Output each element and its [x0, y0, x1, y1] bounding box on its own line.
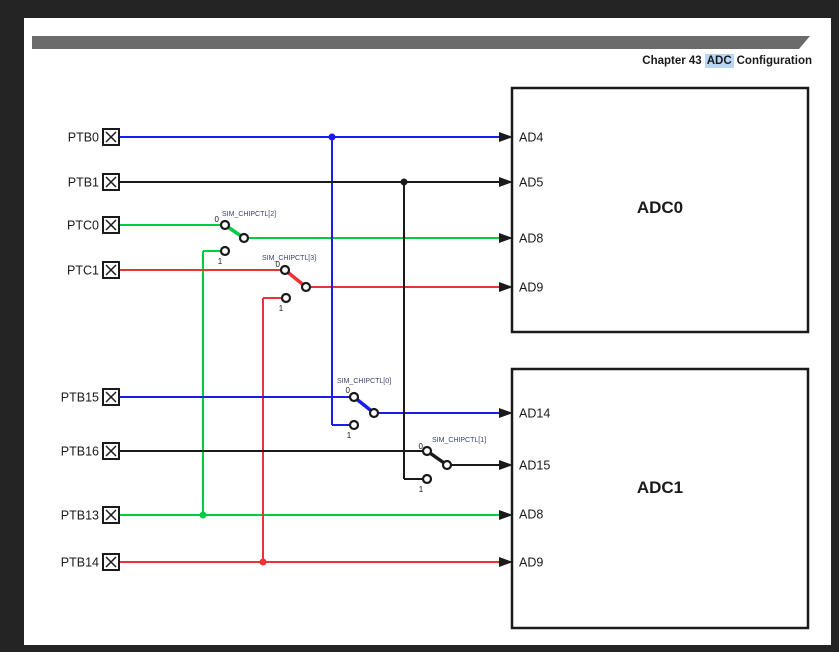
pin-label-ptb15: PTB15 — [61, 391, 99, 405]
sw1-pos1-label: 1 — [419, 485, 424, 494]
mux-switch-sim-chipctl-1: SIM_CHIPCTL[1] 0 1 — [419, 437, 487, 494]
adc1-block: ADC1 AD14 AD15 AD8 AD9 — [510, 367, 810, 630]
adc-mux-diagram: ADC0 AD4 AD5 AD8 AD9 ADC1 AD14 AD15 AD8 … — [61, 86, 810, 630]
adc1-pin-ad9: AD9 — [519, 556, 543, 570]
pin-label-ptb1: PTB1 — [68, 176, 99, 190]
sw2-pos0-label: 0 — [215, 215, 220, 224]
sw0-pos1-label: 1 — [347, 431, 352, 440]
net-black — [119, 177, 513, 480]
chapter-suffix: Configuration — [736, 55, 812, 67]
pin-label-ptb14: PTB14 — [61, 556, 99, 570]
adc0-pin-ad9: AD9 — [519, 281, 543, 295]
pin-label-ptc1: PTC1 — [67, 264, 99, 278]
sw0-terminal-0 — [348, 391, 360, 403]
adc0-pin-ad8: AD8 — [519, 232, 543, 246]
adc1-pin-ad8: AD8 — [519, 508, 543, 522]
x-mark — [105, 131, 117, 143]
arrowhead-adc1-ad9 — [499, 557, 513, 567]
sw3-terminal-common — [300, 281, 312, 293]
x-mark — [105, 391, 117, 403]
sw0-pos0-label: 0 — [346, 386, 351, 395]
pin-ptb14: PTB14 — [61, 553, 120, 571]
sw0-terminal-1 — [348, 419, 360, 431]
junction-ptb1 — [400, 178, 408, 186]
adc1-pin-ad14: AD14 — [519, 407, 550, 421]
x-mark — [105, 445, 117, 457]
sw2-label: SIM_CHIPCTL[2] — [222, 211, 276, 218]
pin-ptb1: PTB1 — [68, 173, 120, 191]
junction-ptb13 — [199, 511, 207, 519]
adc1-pin-ad15: AD15 — [519, 459, 550, 473]
net-red — [119, 269, 513, 567]
pin-label-ptb13: PTB13 — [61, 509, 99, 523]
net-blue — [119, 132, 513, 426]
adc1-box — [510, 367, 810, 630]
sw3-terminal-1 — [280, 292, 292, 304]
sw1-terminal-common — [441, 459, 453, 471]
pin-label-ptc0: PTC0 — [67, 219, 99, 233]
sw1-terminal-1 — [421, 473, 433, 485]
header-rule-bar — [32, 36, 810, 49]
adc0-block: ADC0 AD4 AD5 AD8 AD9 — [510, 86, 810, 334]
pin-ptb15: PTB15 — [61, 388, 120, 406]
adc1-title: ADC1 — [637, 478, 683, 497]
x-mark — [105, 509, 117, 521]
sw2-terminal-common — [238, 232, 250, 244]
sw0-label: SIM_CHIPCTL[0] — [337, 378, 391, 385]
chapter-prefix: Chapter 43 — [642, 55, 702, 67]
pin-ptc1: PTC1 — [67, 261, 120, 279]
sw3-label: SIM_CHIPCTL[3] — [262, 255, 316, 262]
adc0-box — [510, 86, 810, 334]
net-green — [119, 224, 513, 520]
x-mark — [105, 264, 117, 276]
arrowhead-adc1-ad8 — [499, 510, 513, 520]
mux-switch-sim-chipctl-0: SIM_CHIPCTL[0] 0 1 — [337, 378, 391, 440]
pin-label-ptb0: PTB0 — [68, 131, 99, 145]
pin-ptb0: PTB0 — [68, 128, 120, 146]
pin-ptb13: PTB13 — [61, 506, 120, 524]
arrowhead-adc0-ad9 — [499, 282, 513, 292]
sw1-terminal-0 — [421, 445, 433, 457]
arrowhead-adc0-ad5 — [499, 177, 513, 187]
pin-label-ptb16: PTB16 — [61, 445, 99, 459]
sw2-terminal-1 — [219, 245, 231, 257]
sw0-terminal-common — [368, 407, 380, 419]
arrowhead-adc0-ad8 — [499, 233, 513, 243]
sw3-pos1-label: 1 — [279, 304, 284, 313]
arrowhead-adc1-ad15 — [499, 460, 513, 470]
sw3-terminal-0 — [279, 264, 291, 276]
sw1-label: SIM_CHIPCTL[1] — [432, 437, 486, 444]
pin-ptb16: PTB16 — [61, 442, 120, 460]
mux-switch-sim-chipctl-3: SIM_CHIPCTL[3] 0 1 — [262, 255, 316, 313]
x-mark — [105, 556, 117, 568]
arrowhead-adc0-ad4 — [499, 132, 513, 142]
junction-ptb0 — [328, 133, 336, 141]
adc0-pin-ad4: AD4 — [519, 131, 543, 145]
adc0-title: ADC0 — [637, 198, 683, 217]
junction-ptb14 — [259, 558, 267, 566]
sw1-pos0-label: 0 — [419, 442, 424, 451]
search-highlight: ADC — [704, 54, 734, 68]
mux-switch-sim-chipctl-2: SIM_CHIPCTL[2] 0 1 — [215, 211, 277, 266]
arrowhead-adc1-ad14 — [499, 408, 513, 418]
sw2-pos1-label: 1 — [218, 257, 223, 266]
adc0-pin-ad5: AD5 — [519, 176, 543, 190]
sw3-pos0-label: 0 — [276, 260, 281, 269]
pin-ptc0: PTC0 — [67, 216, 120, 234]
x-mark — [105, 219, 117, 231]
x-mark — [105, 176, 117, 188]
sw2-terminal-0 — [219, 219, 231, 231]
